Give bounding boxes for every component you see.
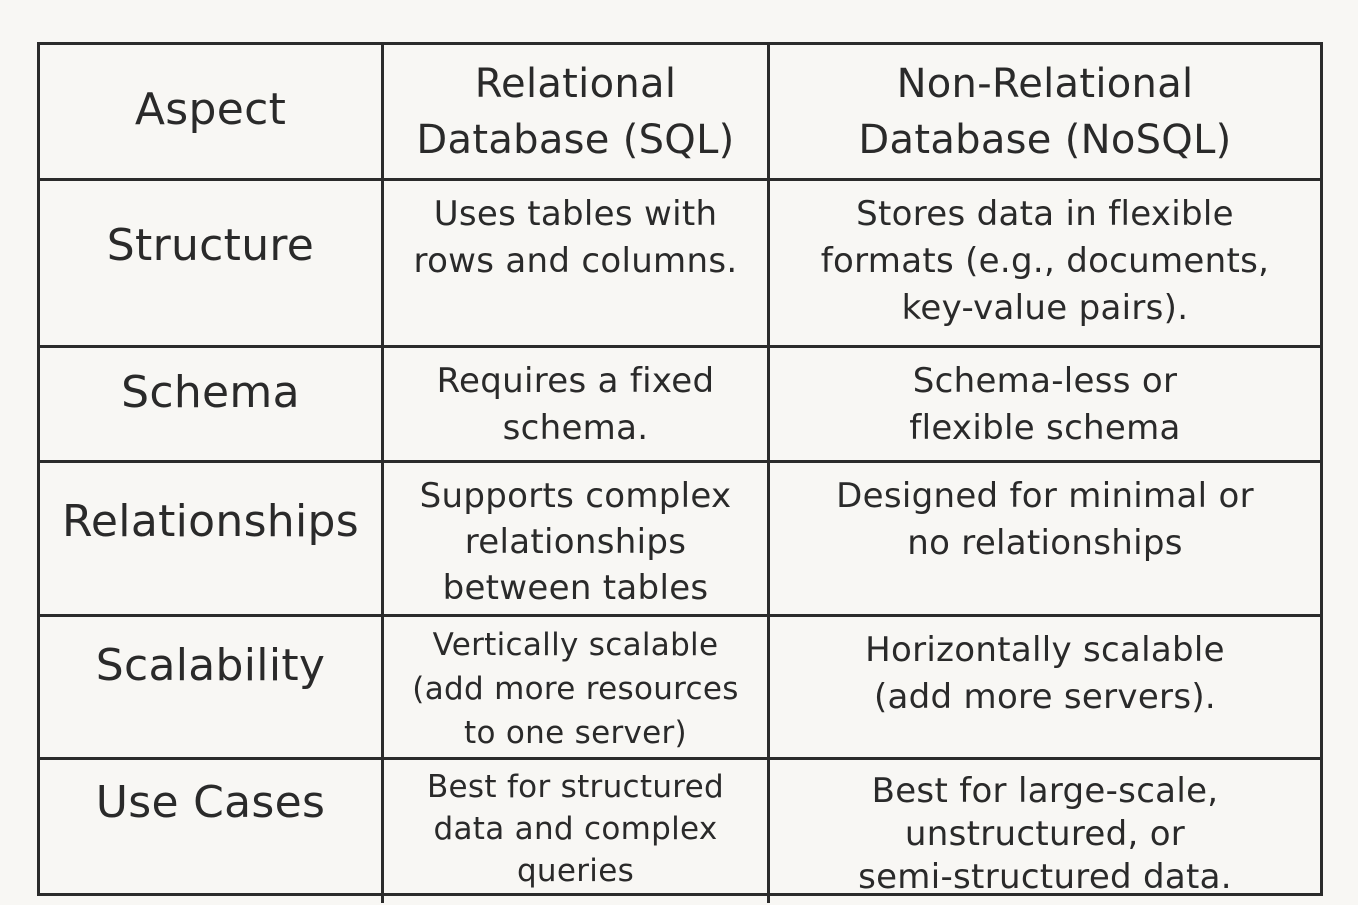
row-usecases-sql: Best for structured data and complex que… bbox=[384, 760, 770, 903]
comparison-table: Aspect Relational Database (SQL) Non-Rel… bbox=[37, 42, 1323, 903]
row-schema-nosql: Schema-less or flexible schema bbox=[770, 348, 1320, 463]
row-schema-aspect: Schema bbox=[40, 348, 384, 463]
row-relationships-sql: Supports complex relationships between t… bbox=[384, 463, 770, 617]
row-usecases-nosql: Best for large-scale, unstructured, or s… bbox=[858, 771, 1232, 897]
row-scalability-nosql: Horizontally scalable (add more servers)… bbox=[770, 617, 1320, 760]
row-relationships-aspect: Relationships bbox=[40, 463, 384, 617]
row-relationships-nosql: Designed for minimal or no relationships bbox=[770, 463, 1320, 617]
header-sql: Relational Database (SQL) bbox=[384, 45, 770, 181]
row-schema-sql: Requires a fixed schema. bbox=[384, 348, 770, 463]
row-structure-nosql: Stores data in flexible formats (e.g., d… bbox=[770, 181, 1320, 348]
row-structure-aspect: Structure bbox=[40, 181, 384, 348]
header-aspect: Aspect bbox=[40, 45, 384, 181]
row-usecases-aspect: Use Cases bbox=[40, 760, 384, 903]
row-structure-sql: Uses tables with rows and columns. bbox=[384, 181, 770, 348]
header-nosql: Non-Relational Database (NoSQL) bbox=[770, 45, 1320, 181]
row-scalability-aspect: Scalability bbox=[40, 617, 384, 760]
row-scalability-sql: Vertically scalable (add more resources … bbox=[384, 617, 770, 760]
